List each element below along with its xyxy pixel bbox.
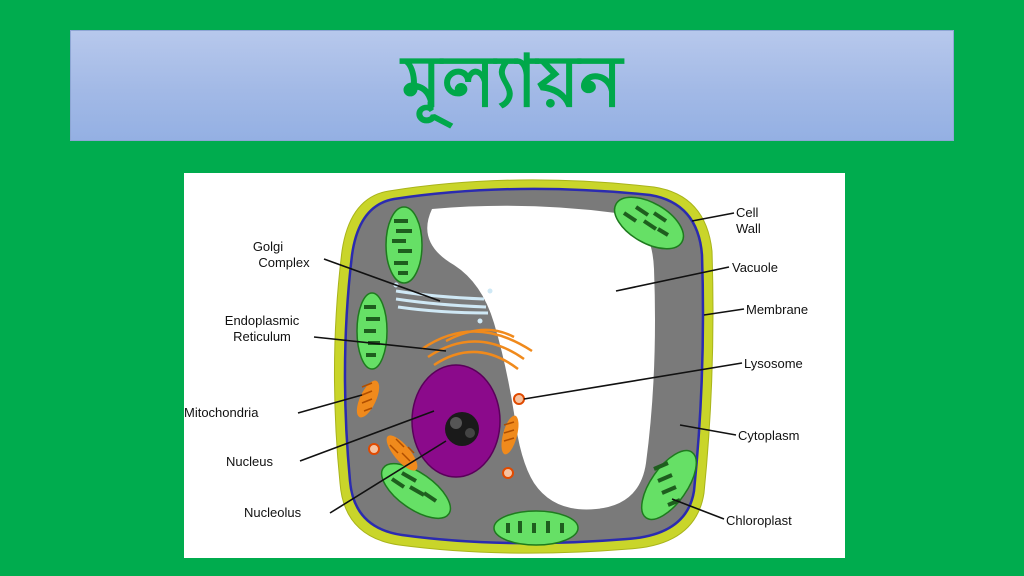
chloroplast [640,449,698,521]
label-cytoplasm: Cytoplasm [738,428,799,443]
lysosome [368,443,380,455]
label-vacuole: Vacuole [732,260,778,275]
label-er-line2: Reticulum [233,329,291,344]
label-golgi-line1: Golgi [253,239,283,254]
label-golgi-line2: Complex [258,255,310,270]
mitochondria [501,415,519,455]
vacuole [427,205,655,510]
chloroplast [380,462,452,520]
label-cell-wall-line1: Cell [736,205,759,220]
lysosome [513,393,525,405]
endoplasmic-reticulum [421,328,533,370]
slide-title: মূল্যায়ন [401,38,623,123]
plant-cell-diagram: Cell Wall Vacuole Membrane Lysosome Cyto… [184,173,845,558]
mitochondria [386,435,418,471]
chloroplast [356,292,388,370]
nucleolus [445,412,479,446]
label-er-line1: Endoplasmic [225,313,300,328]
leader-lines [297,212,745,520]
chloroplast [385,206,423,284]
label-lysosome: Lysosome [744,356,803,371]
label-chloroplast: Chloroplast [726,513,792,528]
title-banner: মূল্যায়ন [70,30,954,141]
chloroplast [613,196,685,250]
golgi-complex [393,282,493,324]
label-nucleus: Nucleus [226,454,273,469]
chloroplast [493,510,579,546]
mitochondria [356,380,380,418]
label-membrane: Membrane [746,302,808,317]
label-mitochondria: Mitochondria [184,405,259,420]
plant-cell-svg: Cell Wall Vacuole Membrane Lysosome Cyto… [184,179,808,554]
lysosome [502,467,514,479]
label-cell-wall-line2: Wall [736,221,761,236]
label-nucleolus: Nucleolus [244,505,302,520]
